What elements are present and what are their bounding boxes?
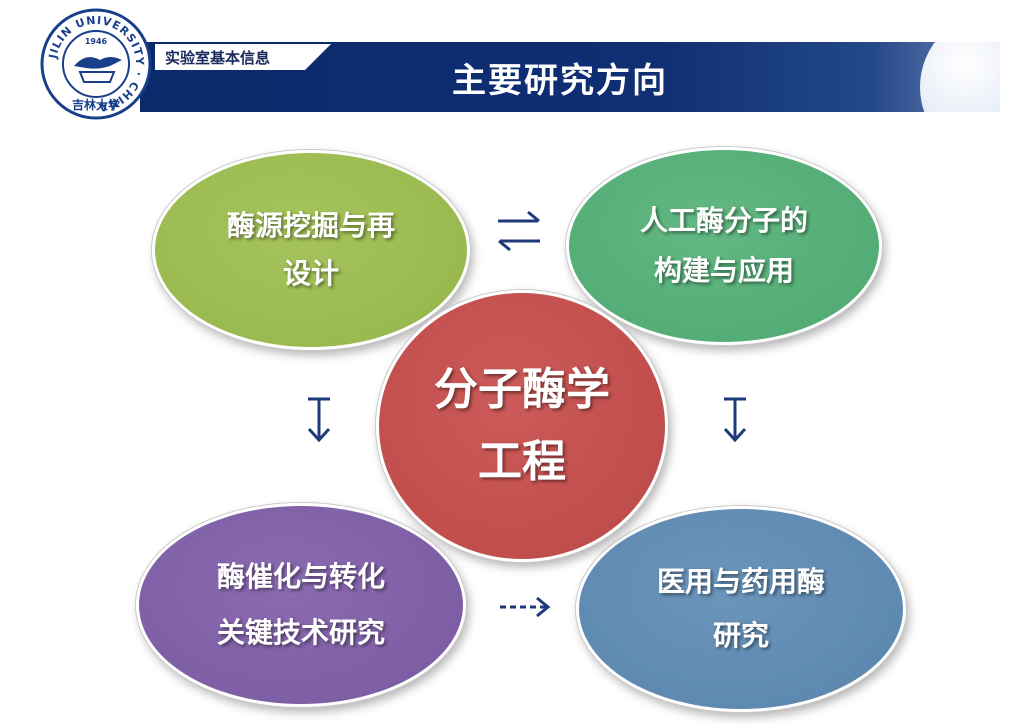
research-area-label-line: 酶源挖掘与再 xyxy=(226,209,395,242)
bidirectional-arrow-icon xyxy=(498,210,540,252)
dashed-right-arrow-icon xyxy=(500,596,551,618)
down-arrow-icon xyxy=(723,397,747,443)
center-topic-molecular-enzyme-engineering: 分子酶学 工程 xyxy=(376,290,668,562)
research-area-enzyme-mining: 酶源挖掘与再 设计 xyxy=(152,150,470,350)
research-area-label-line: 研究 xyxy=(712,619,769,652)
university-logo-icon: JILIN UNIVERSITY · CHINA 1946 吉林大学 xyxy=(40,8,152,120)
research-area-artificial-enzyme: 人工酶分子的 构建与应用 xyxy=(566,147,882,345)
research-area-medical-enzyme: 医用与药用酶 研究 xyxy=(576,506,906,712)
center-topic-label-line: 分子酶学 xyxy=(434,364,610,415)
section-subtitle: 实验室基本信息 xyxy=(155,44,331,70)
logo-calligraphy: 吉林大学 xyxy=(72,97,120,112)
research-area-label-line: 人工酶分子的 xyxy=(639,204,808,237)
research-area-label-line: 医用与药用酶 xyxy=(656,565,825,598)
research-area-label-line: 设计 xyxy=(282,257,339,290)
center-topic-label-line: 工程 xyxy=(478,436,566,487)
research-area-label-line: 酶催化与转化 xyxy=(216,560,385,593)
page-title: 主要研究方向 xyxy=(452,60,668,101)
header-swoosh-decoration xyxy=(910,42,1000,112)
research-area-enzyme-catalysis: 酶催化与转化 关键技术研究 xyxy=(136,503,466,707)
research-area-label-line: 构建与应用 xyxy=(653,254,794,287)
logo-year: 1946 xyxy=(85,37,108,46)
research-area-label-line: 关键技术研究 xyxy=(216,616,385,649)
section-subtitle-text: 实验室基本信息 xyxy=(165,48,271,67)
down-arrow-icon xyxy=(307,397,331,443)
